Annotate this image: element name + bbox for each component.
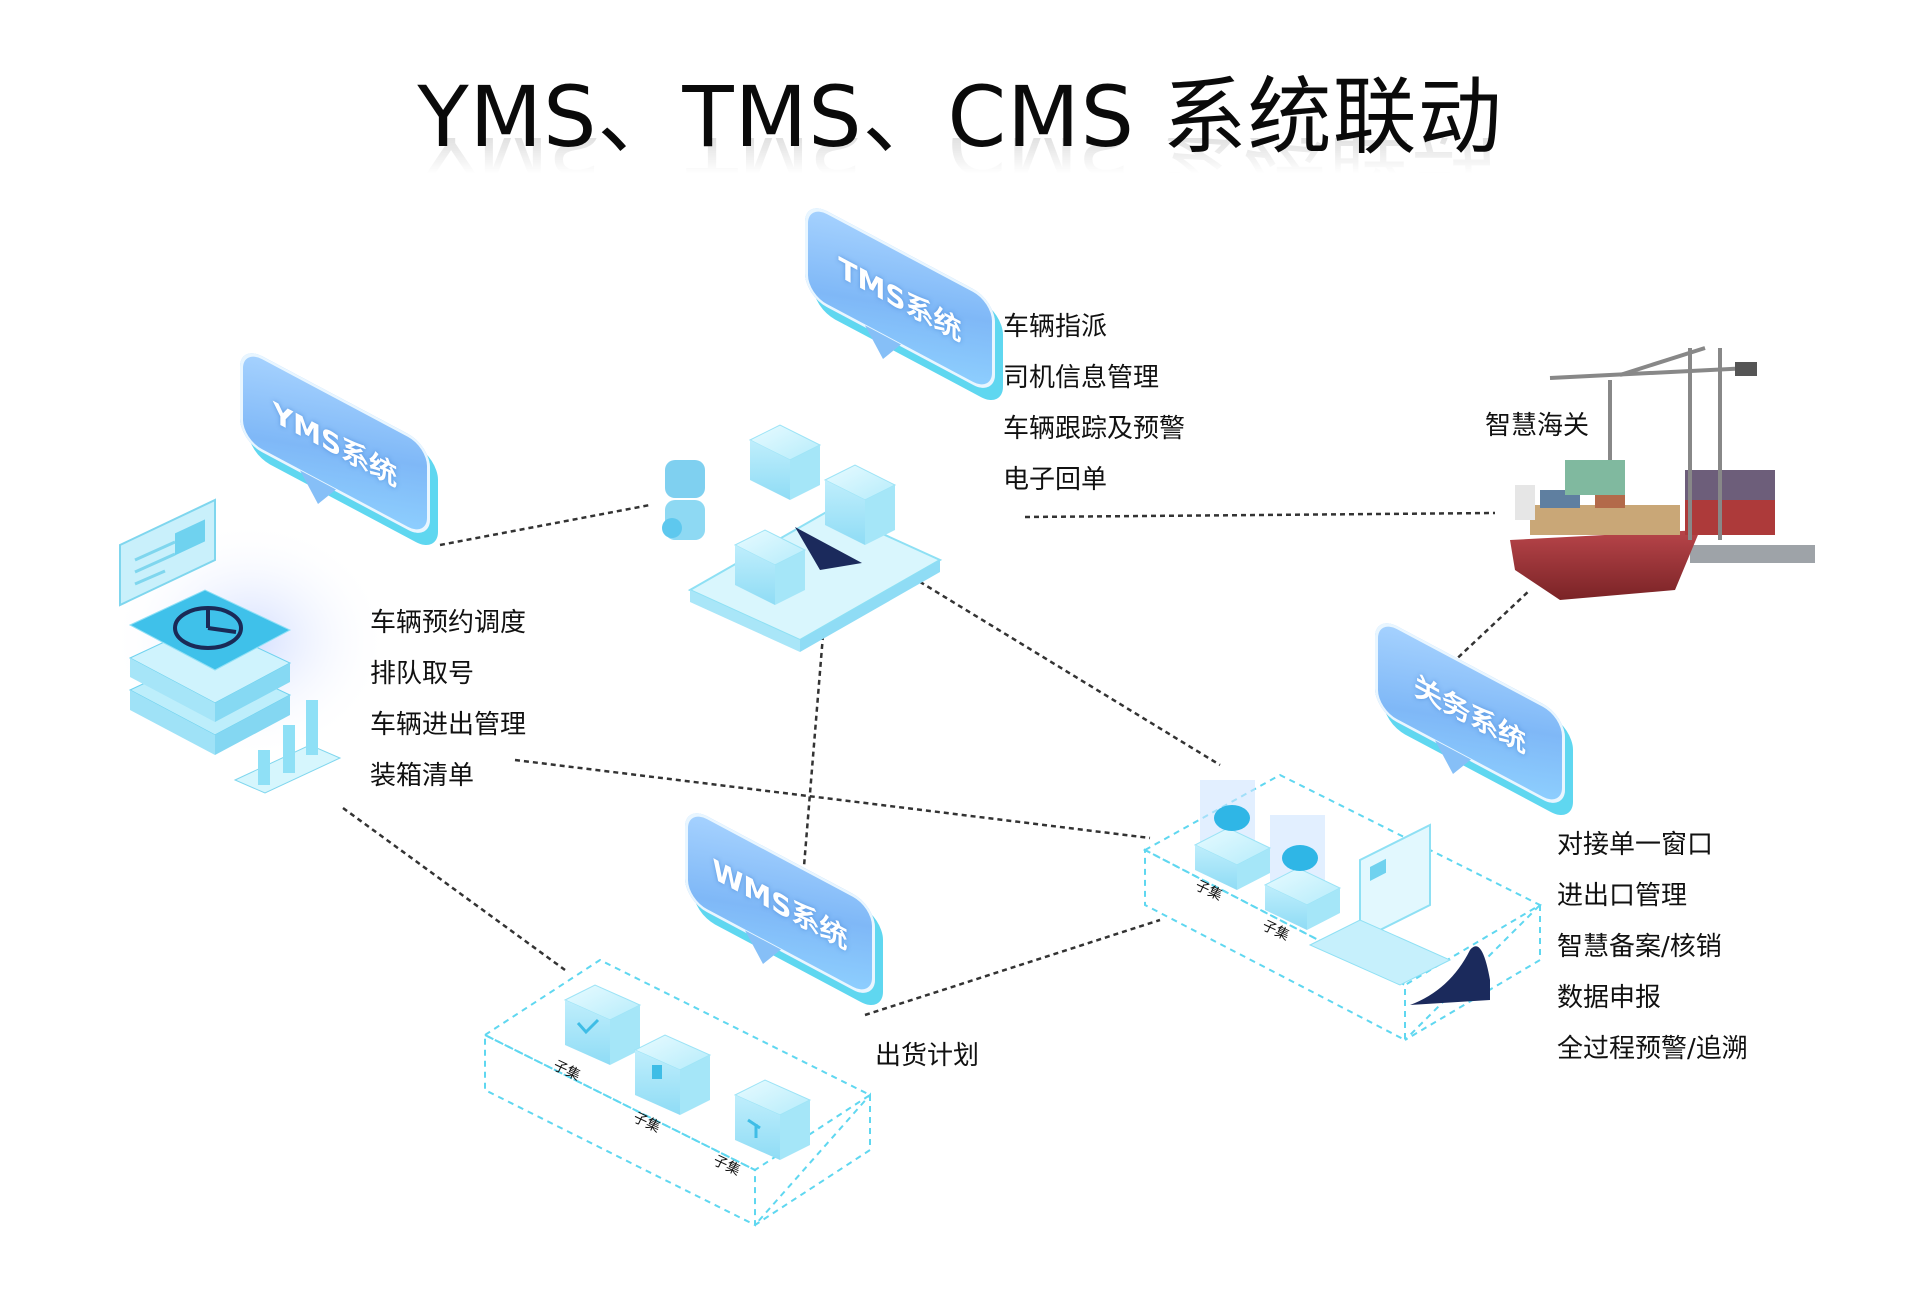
yms-illustration xyxy=(110,498,390,794)
line-yms-tms xyxy=(439,503,651,547)
list-item: 电子回单 xyxy=(1003,465,1108,495)
line-yms-wms xyxy=(342,806,566,972)
wms-illustration xyxy=(482,958,873,1227)
list-item: 车辆进出管理 xyxy=(370,710,527,740)
list-item: 司机信息管理 xyxy=(1003,363,1160,393)
list-item: 全过程预警/追溯 xyxy=(1557,1034,1748,1064)
list-item: 对接单一窗口 xyxy=(1557,830,1714,860)
list-item: 车辆预约调度 xyxy=(370,608,527,638)
wms-plan-label: 出货计划 xyxy=(875,1041,980,1071)
port-label: 智慧海关 xyxy=(1485,411,1590,441)
tms-illustration xyxy=(662,424,943,652)
list-item: 车辆跟踪及预警 xyxy=(1003,414,1186,444)
customs-illustration xyxy=(1142,773,1543,1042)
list-item: 车辆指派 xyxy=(1003,312,1108,342)
list-item: 数据申报 xyxy=(1557,983,1662,1013)
line-tms-customs xyxy=(911,575,1221,767)
line-wms-customs xyxy=(864,918,1161,1017)
page-title: YMS、TMS、CMS 系统联动 xyxy=(417,68,1503,166)
tms-feature-list: 车辆指派 司机信息管理 车辆跟踪及预警 电子回单 xyxy=(1003,302,1185,506)
list-item: 进出口管理 xyxy=(1557,881,1688,911)
list-item: 排队取号 xyxy=(370,659,475,689)
line-yms-customs xyxy=(514,758,1151,840)
yms-feature-list: 车辆预约调度 排队取号 车辆进出管理 装箱清单 xyxy=(370,598,526,802)
port-illustration xyxy=(1510,346,1815,600)
customs-feature-list: 对接单一窗口 进出口管理 智慧备案/核销 数据申报 全过程预警/追溯 xyxy=(1557,820,1748,1075)
line-tms-port xyxy=(1024,511,1496,519)
list-item: 装箱清单 xyxy=(370,761,475,791)
list-item: 智慧备案/核销 xyxy=(1557,932,1722,962)
